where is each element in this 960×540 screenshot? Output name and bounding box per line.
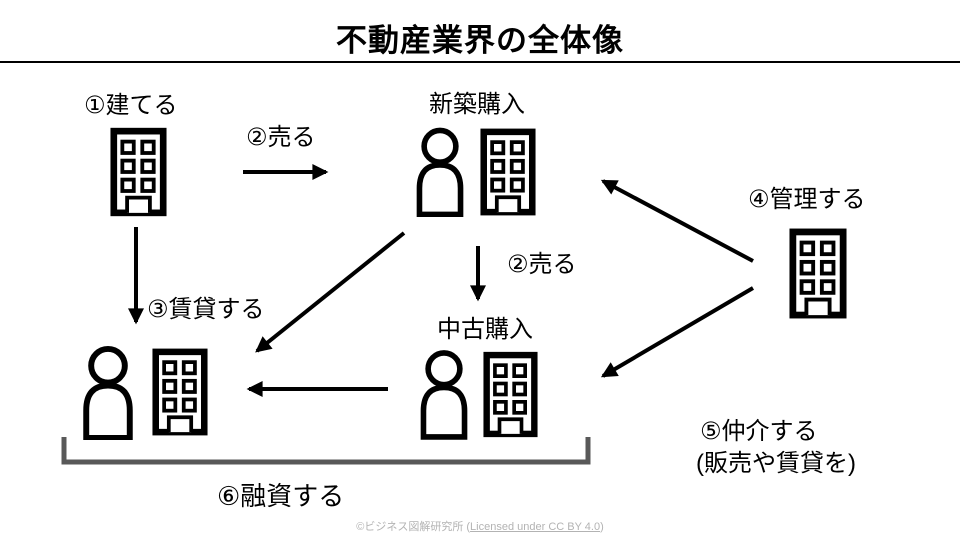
arrow-manage-to-used <box>600 286 755 378</box>
person-icon <box>412 126 468 217</box>
label-step5-broker-line1: ⑤仲介する <box>700 418 818 445</box>
credit-prefix: ©ビジネス図解研究所 ( <box>356 521 471 533</box>
license-link[interactable]: Licensed under CC BY 4.0 <box>470 521 601 533</box>
building-icon <box>789 228 847 319</box>
label-step3-rent: ③賃貸する <box>147 296 265 323</box>
building-icon <box>110 127 167 217</box>
arrow-manage-to-new <box>600 179 754 263</box>
label-used-purchase: 中古購入 <box>437 316 533 343</box>
label-step6-finance: ⑥融資する <box>217 481 345 511</box>
building-icon <box>483 349 538 440</box>
label-new-purchase: 新築購入 <box>429 91 525 118</box>
finance-bracket <box>61 437 591 465</box>
label-step4-manage: ④管理する <box>748 186 866 213</box>
label-step2-sell-top: ②売る <box>246 124 316 151</box>
page-title: 不動産業界の全体像 <box>336 23 624 58</box>
label-step5-broker-line2: (販売や賃貸を) <box>696 450 856 477</box>
title-underline <box>0 61 960 63</box>
label-step2-sell-mid: ②売る <box>507 251 577 278</box>
credit-line: ©ビジネス図解研究所 (Licensed under CC BY 4.0) <box>0 518 960 534</box>
arrow-new-to-renter <box>255 231 406 353</box>
person-icon <box>416 348 472 440</box>
building-icon <box>152 346 208 438</box>
building-icon <box>480 127 536 217</box>
person-icon <box>78 345 138 440</box>
credit-suffix: ) <box>600 521 604 533</box>
label-step1-build: ①建てる <box>84 92 178 119</box>
